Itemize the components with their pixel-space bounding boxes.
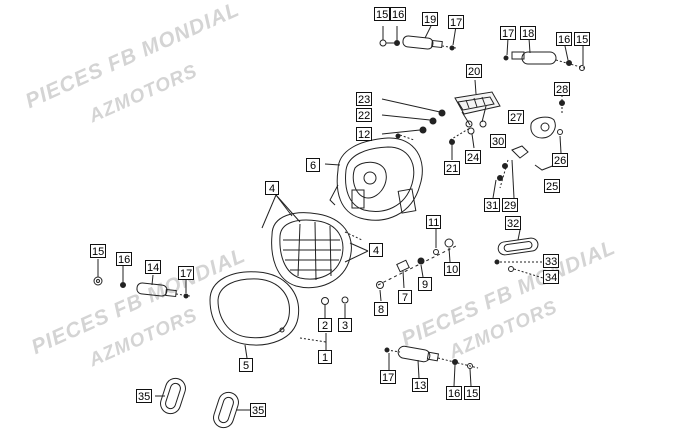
callout-label: 16 [556, 32, 573, 46]
callout-label: 33 [543, 254, 560, 268]
callout-label: 17 [178, 266, 195, 280]
callout-label: 28 [554, 82, 571, 96]
callout-label: 15 [464, 386, 481, 400]
callout-label: 9 [418, 277, 432, 291]
headlight-rear-shell [324, 137, 423, 221]
callout-label: 3 [338, 318, 352, 332]
callout-label: 16 [390, 7, 407, 21]
position-lamp [492, 95, 565, 199]
callout-label: 25 [544, 179, 561, 193]
callout-label: 1 [318, 350, 332, 364]
callout-label: 29 [502, 198, 519, 212]
callout-label: 20 [466, 64, 483, 78]
callout-label: 6 [306, 158, 320, 172]
callout-label: 34 [543, 270, 560, 284]
callout-label: 14 [145, 260, 162, 274]
reflectors [155, 377, 250, 429]
bolt-set [381, 98, 446, 141]
adjuster-screws [299, 296, 349, 350]
callout-label: 16 [446, 386, 463, 400]
turn-signal-front-left [379, 25, 457, 51]
callout-label: 35 [250, 403, 267, 417]
callout-label: 18 [520, 26, 537, 40]
callout-label: 30 [490, 134, 507, 148]
callout-label: 17 [380, 370, 397, 384]
callout-label: 15 [90, 244, 107, 258]
nuts-21-24 [449, 127, 475, 160]
plate-light [494, 229, 544, 279]
headlight-rim [209, 271, 300, 359]
callout-label: 24 [465, 150, 482, 164]
callout-label: 22 [356, 108, 373, 122]
turn-signal-front-right [503, 37, 585, 71]
callout-label: 27 [508, 110, 525, 124]
callout-label: 21 [444, 161, 461, 175]
callout-label: 11 [426, 215, 442, 229]
callout-label: 15 [574, 32, 591, 46]
callout-label: 19 [422, 12, 439, 26]
mount-bracket-hardware [376, 229, 459, 302]
callout-label: 2 [318, 318, 332, 332]
turn-signal-rear-left [93, 259, 191, 299]
callout-label: 23 [356, 92, 373, 106]
callout-label: 26 [552, 153, 569, 167]
indicator-housing [454, 79, 501, 128]
callout-label: 12 [356, 127, 373, 141]
callout-label: 5 [239, 358, 253, 372]
callout-label: 17 [448, 15, 465, 29]
callout-label: 4 [369, 243, 383, 257]
callout-label: 15 [374, 7, 391, 21]
callout-label: 7 [398, 290, 412, 304]
callout-label: 17 [500, 26, 517, 40]
callout-label: 35 [136, 389, 153, 403]
callout-label: 10 [444, 262, 461, 276]
headlight-lens [261, 194, 369, 289]
callout-label: 8 [374, 302, 388, 316]
callout-label: 16 [116, 252, 133, 266]
callout-label: 31 [484, 198, 501, 212]
callout-label: 32 [505, 216, 522, 230]
turn-signal-rear-right [384, 345, 479, 387]
callout-label: 13 [412, 378, 429, 392]
callout-label: 4 [265, 181, 279, 195]
